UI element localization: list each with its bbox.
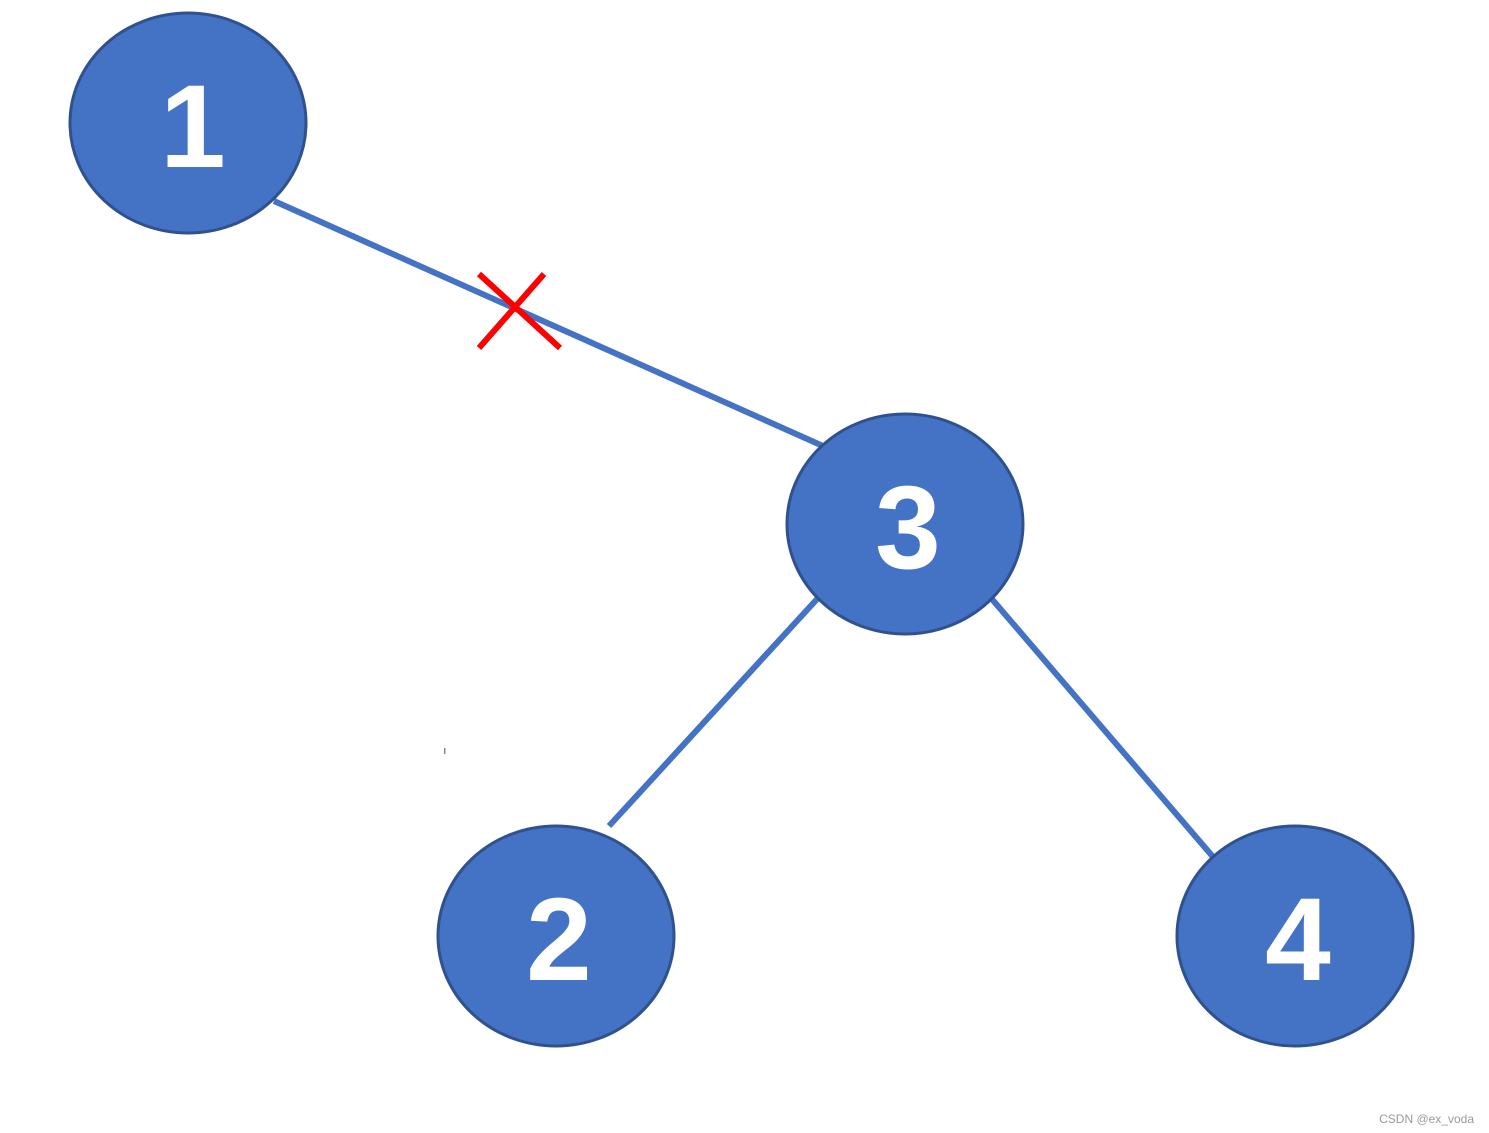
edge-3-4 (988, 596, 1217, 860)
stray-mark (444, 748, 446, 754)
edge-1-3 (272, 198, 825, 449)
node-1: 1 (68, 11, 308, 235)
node-4: 4 (1175, 824, 1415, 1048)
watermark: CSDN @ex_voda (1379, 1112, 1474, 1126)
node-3: 3 (785, 412, 1025, 636)
edge-3-2 (606, 595, 821, 829)
cut-mark-icon (476, 271, 563, 351)
node-label: 4 (1265, 874, 1331, 1006)
node-label: 2 (526, 874, 592, 1006)
node-label: 1 (160, 61, 226, 193)
node-2: 2 (436, 824, 676, 1048)
node-label: 3 (875, 462, 941, 594)
